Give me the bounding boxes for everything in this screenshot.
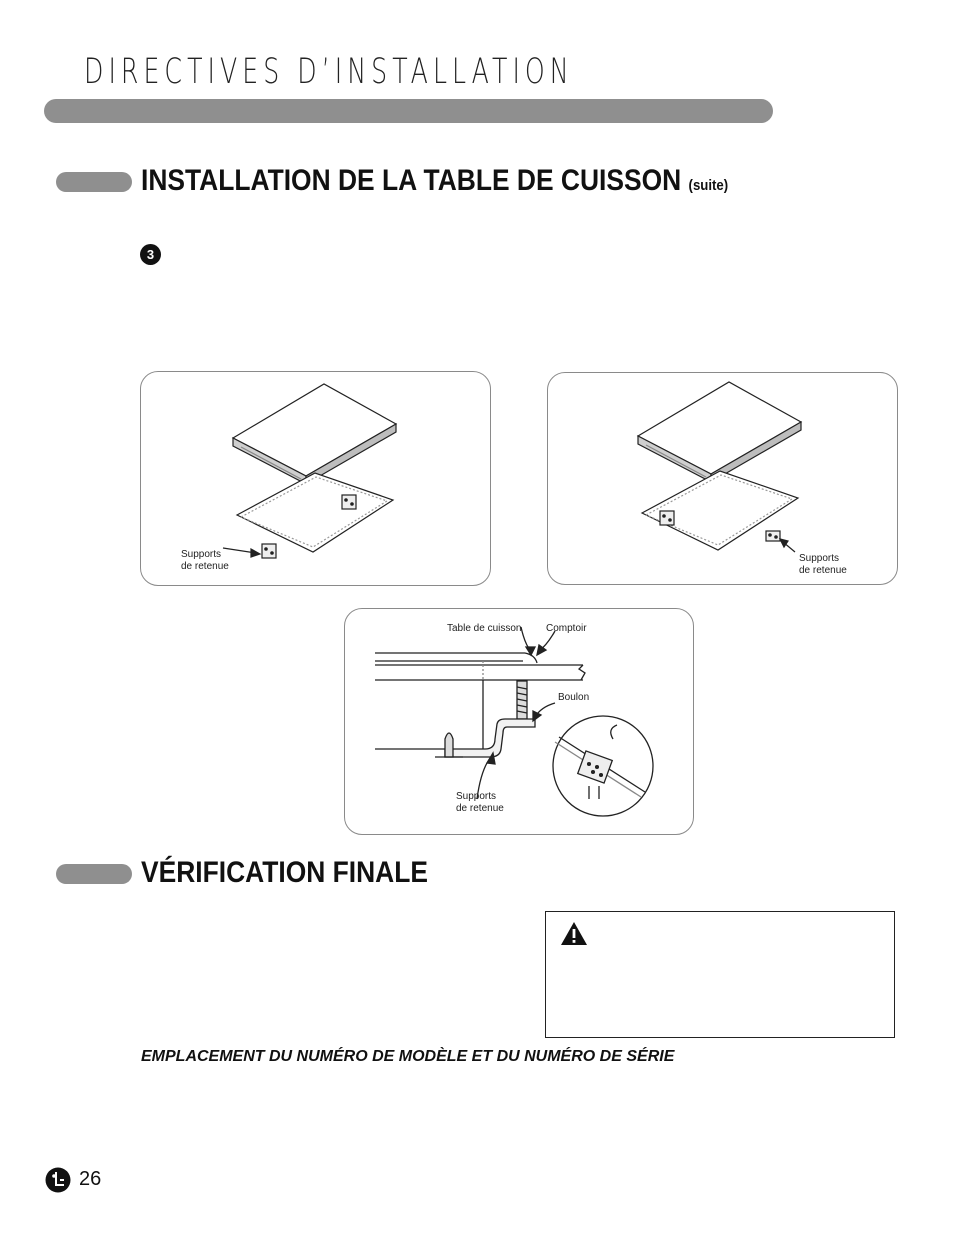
counter-label: Comptoir: [546, 623, 587, 634]
bracket-label-left-1: Supports: [181, 549, 221, 560]
bracket-label-detail-2: de retenue: [456, 803, 504, 814]
cooktop-label: Table de cuisson: [447, 623, 522, 634]
section-subtitle: (suite): [688, 177, 729, 194]
figure-cooktop-left: Supports de retenue: [140, 371, 491, 586]
figure-bracket-detail: Table de cuisson Comptoir Boulon Support…: [344, 608, 694, 835]
section-title-verification: VÉRIFICATION FINALE: [141, 856, 428, 889]
bracket-detail-illustration: Table de cuisson Comptoir Boulon Support…: [375, 623, 654, 817]
cooktop-right-illustration: Supports de retenue: [636, 381, 847, 576]
bracket-label-detail-1: Supports: [456, 791, 496, 802]
bolt-label: Boulon: [558, 692, 589, 703]
bracket-label-right-2: de retenue: [799, 565, 847, 576]
section-title-installation: INSTALLATION DE LA TABLE DE CUISSON (sui…: [141, 164, 728, 198]
page-title: DIRECTIVES D’INSTALLATION: [84, 52, 574, 92]
bracket-label-left-2: de retenue: [181, 561, 229, 572]
warning-triangle-icon: [561, 922, 587, 945]
section-pill: [56, 172, 132, 192]
lg-logo-icon: [45, 1167, 71, 1193]
section-pill-2: [56, 864, 132, 884]
model-serial-location-heading: EMPLACEMENT DU NUMÉRO DE MODÈLE ET DU NU…: [141, 1048, 675, 1065]
step-badge: 3: [140, 244, 161, 265]
bracket-label-right-1: Supports: [799, 553, 839, 564]
page-number: 26: [79, 1168, 102, 1190]
section-title-text: INSTALLATION DE LA TABLE DE CUISSON: [141, 164, 682, 197]
cooktop-left-illustration: Supports de retenue: [181, 383, 398, 572]
warning-box: [545, 911, 895, 1038]
figure-cooktop-right: Supports de retenue: [547, 372, 898, 585]
title-bar: [44, 99, 773, 123]
